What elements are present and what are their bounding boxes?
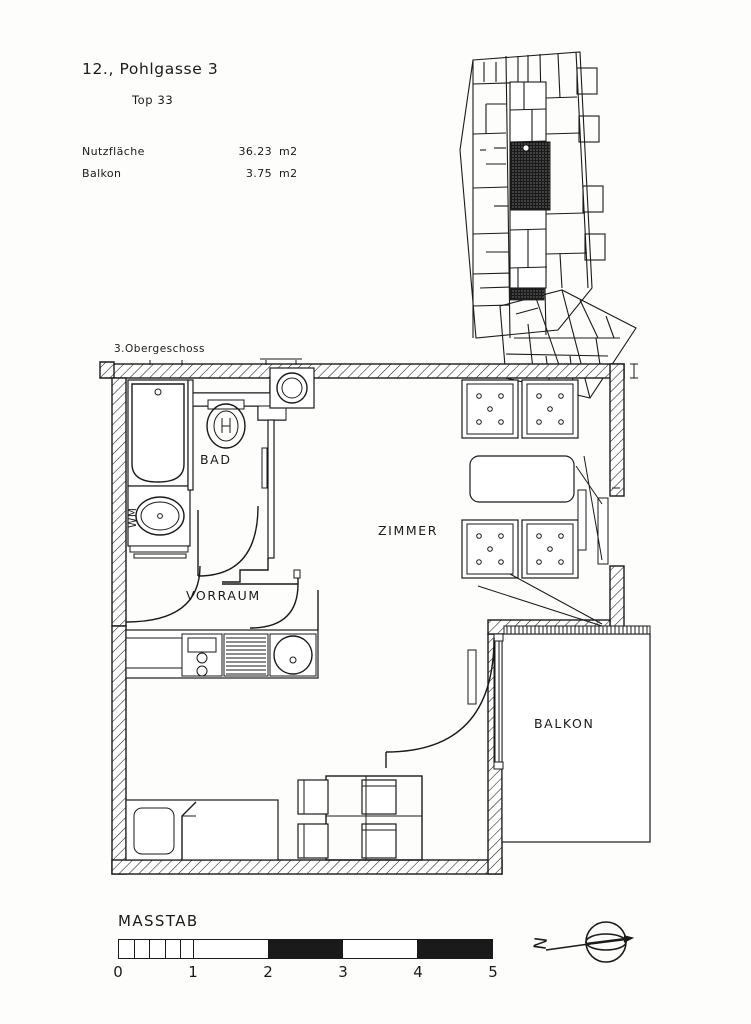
pillow — [133, 807, 175, 855]
room-label-bad: BAD — [200, 452, 232, 467]
north-arrow: N — [528, 908, 648, 978]
area-unit-balkon: m2 — [279, 167, 298, 180]
exterior-walls — [99, 361, 625, 875]
vorraum-door-swing-right — [222, 583, 299, 629]
scale-tick-4: 4 — [413, 963, 423, 981]
armchair — [461, 519, 519, 579]
apartment-floor-plan: 3.Obergeschoss — [90, 338, 670, 918]
area-label-nutzflaeche: Nutzfläche — [82, 145, 145, 158]
scale-bar-block: MASSTAB 0 1 2 3 4 5 — [113, 912, 498, 989]
balcony-window-swing — [477, 573, 603, 627]
title-block: 12., Pohlgasse 3 Top 33 — [82, 60, 218, 107]
area-label-balkon: Balkon — [82, 167, 122, 180]
room-vorraum: VORRAUM — [125, 565, 301, 629]
bathtub — [127, 379, 189, 487]
armchair-group-bottom — [461, 519, 579, 579]
armchair — [521, 519, 579, 579]
armchair — [461, 379, 519, 439]
cooktop — [223, 633, 269, 677]
room-label-zimmer: ZIMMER — [378, 523, 438, 538]
bath-base-strip — [129, 545, 189, 553]
scale-tick-2: 2 — [263, 963, 273, 981]
table-row: Nutzfläche 36.23 m2 — [82, 145, 298, 158]
area-unit-nutzflaeche: m2 — [279, 145, 298, 158]
unit-number: Top 33 — [132, 93, 174, 107]
scale-tick-5: 5 — [488, 963, 498, 981]
area-table: Nutzfläche 36.23 m2 Balkon 3.75 m2 — [82, 145, 298, 189]
scale-title: MASSTAB — [118, 912, 199, 930]
chair — [297, 823, 329, 859]
bed — [125, 799, 279, 861]
round-appliance — [269, 367, 315, 409]
armchair-group-top — [461, 379, 579, 439]
area-value-balkon: 3.75 — [245, 167, 272, 180]
highlighted-unit — [509, 141, 551, 211]
area-value-nutzflaeche: 36.23 — [238, 145, 272, 158]
property-address: 12., Pohlgasse 3 — [82, 60, 219, 78]
armchair — [521, 379, 579, 439]
building-key-plan — [440, 38, 650, 399]
kitchen-round-basin — [269, 633, 317, 677]
room-bad: WM — [127, 367, 315, 583]
coffee-table — [469, 455, 575, 503]
room-label-vorraum: VORRAUM — [186, 588, 261, 603]
scale-tick-0: 0 — [113, 963, 123, 981]
toilet — [206, 399, 246, 449]
vorraum-door-swing-left — [125, 565, 201, 623]
chair — [297, 779, 329, 815]
floor-edges — [125, 800, 488, 861]
bad-right-wall — [267, 419, 275, 559]
compass-label: N — [531, 936, 553, 951]
scale-ticks: 0 1 2 3 4 5 — [113, 963, 498, 989]
chair — [361, 823, 397, 859]
balcony-door — [385, 637, 495, 768]
table-row: Balkon 3.75 m2 — [82, 167, 298, 180]
washbasin — [127, 485, 191, 547]
dining-set — [297, 775, 423, 861]
top-wall-openings — [149, 358, 638, 379]
kitchen-sink — [181, 633, 223, 677]
chair — [361, 779, 397, 815]
zimmer-window — [575, 455, 620, 565]
bath-partition — [187, 379, 194, 491]
bad-door-leaf — [261, 447, 268, 489]
scale-tick-1: 1 — [188, 963, 198, 981]
scale-tick-3: 3 — [338, 963, 348, 981]
bad-door-swing — [197, 505, 259, 577]
scale-bar — [118, 939, 493, 959]
balcony-railing — [503, 625, 651, 635]
side-window — [467, 649, 477, 705]
room-balkon: BALKON — [493, 625, 651, 843]
floor-level-label: 3.Obergeschoss — [114, 343, 205, 355]
room-label-balkon: BALKON — [534, 716, 594, 731]
wm-label: WM — [127, 508, 139, 528]
kitchen-counter — [125, 590, 319, 679]
